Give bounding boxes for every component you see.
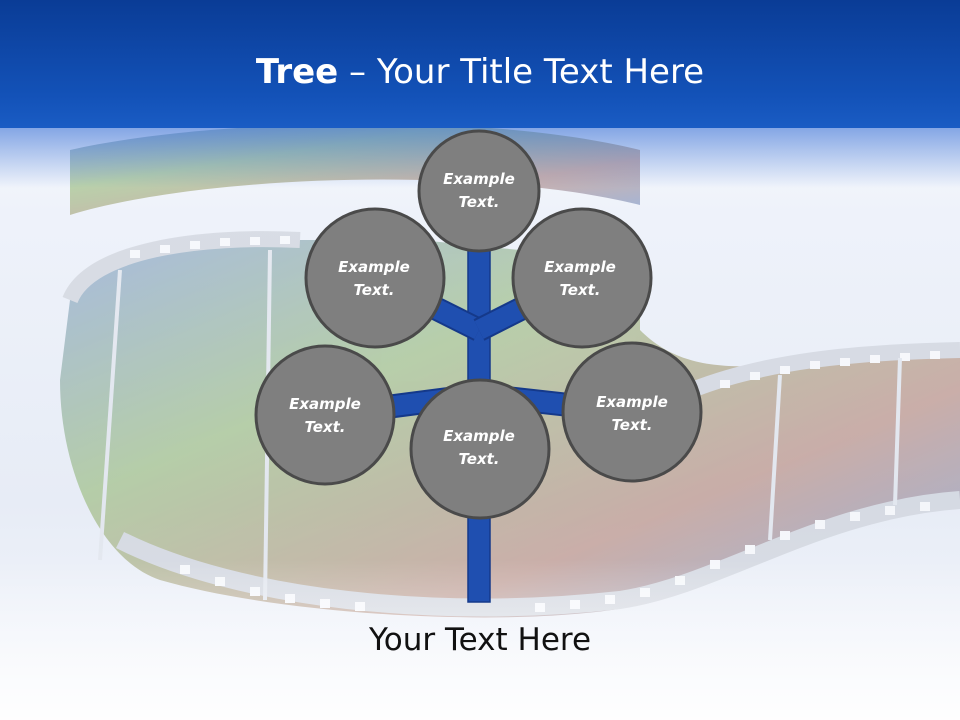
footer-text: Your Text Here: [368, 622, 592, 658]
node-label-upper-left: Example Text.: [309, 256, 439, 302]
node-label-line1: Example: [443, 427, 515, 445]
node-label-upper-right: Example Text.: [515, 256, 645, 302]
node-circle-lower-right: [561, 341, 703, 483]
node-circle-lower-left: [254, 344, 396, 486]
node-circle-top: [417, 129, 541, 253]
node-label-lower-right: Example Text.: [567, 391, 697, 437]
node-label-center: Example Text.: [414, 425, 544, 471]
node-label-line1: Example: [544, 258, 616, 276]
node-label-top: Example Text.: [414, 168, 544, 214]
node-label-lower-left: Example Text.: [260, 393, 390, 439]
node-label-line2: Text.: [559, 281, 601, 299]
node-label-line2: Text.: [304, 418, 346, 436]
node-label-line2: Text.: [611, 416, 653, 434]
title-bold: Tree: [255, 52, 339, 92]
node-label-line1: Example: [338, 258, 410, 276]
node-label-line2: Text.: [458, 193, 500, 211]
node-circle-upper-right: [511, 207, 653, 349]
node-circle-center: [409, 378, 551, 520]
title-rest: – Your Title Text Here: [338, 52, 705, 92]
node-label-line1: Example: [596, 393, 668, 411]
node-circle-upper-left: [304, 207, 446, 349]
node-label-line2: Text.: [353, 281, 395, 299]
node-label-line1: Example: [289, 395, 361, 413]
header-bar: [0, 0, 960, 128]
node-label-line1: Example: [443, 170, 515, 188]
node-label-line2: Text.: [458, 450, 500, 468]
tree-nodes: [254, 129, 703, 520]
slide-title: Tree – Your Title Text Here: [0, 52, 960, 92]
